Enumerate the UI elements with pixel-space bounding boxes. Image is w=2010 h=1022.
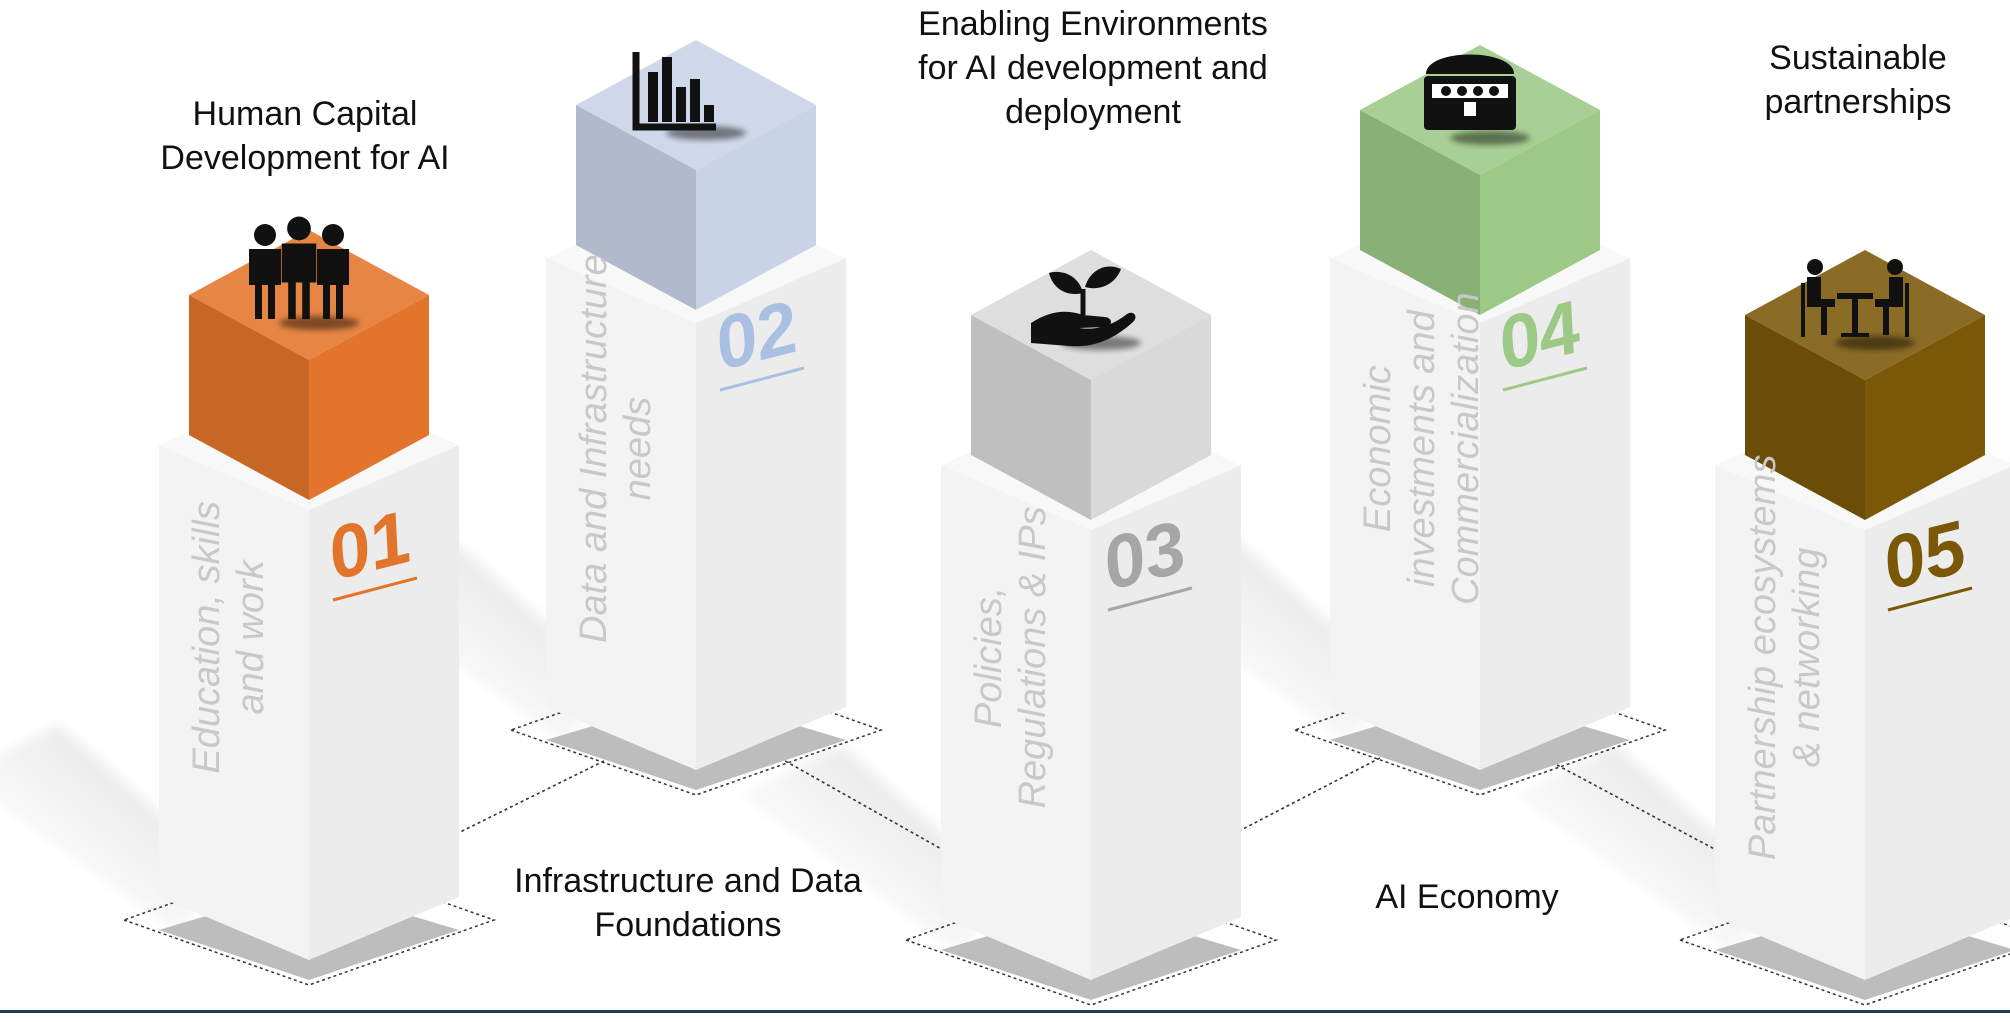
pillar-3-number: 03	[1094, 505, 1194, 605]
pillar-1-body-right	[309, 445, 459, 960]
pillar-3-body-right	[1091, 465, 1241, 980]
connector-line-4	[1556, 764, 1736, 861]
connector-line-1	[439, 757, 611, 843]
bar-chart-icon	[632, 52, 746, 140]
pillar-5-side-text: Partnership ecosystems& networking	[1742, 455, 1828, 861]
pillar-1-body-left	[159, 445, 309, 960]
pillar-4-number-underline	[1502, 366, 1588, 392]
pillar-2: 02 Data and Infrastructureneeds	[508, 40, 884, 796]
pillar-4-side-text: Economicinvestments andCommercialization	[1357, 292, 1487, 605]
pillar-3-side-text: Policies,Regulations & IPs	[968, 506, 1054, 808]
pillar-5-cap-right	[1865, 315, 1985, 520]
treasure-chest-icon	[1424, 54, 1530, 145]
pillar-3-shadow	[741, 745, 1001, 955]
pillar-4-number: 04	[1489, 285, 1589, 385]
pillar-3-base-outline	[903, 874, 1279, 1006]
pillar-1-number: 01	[319, 495, 419, 595]
pillar-1: 01 Education, skillsand work	[121, 216, 497, 986]
pillar-1-title: Human Capital Development for AI	[160, 95, 450, 177]
connector-line-2	[779, 757, 953, 856]
pillar-3-cap-left	[971, 315, 1091, 520]
pillar-1-number-underline	[332, 576, 418, 602]
footer-divider	[0, 1010, 2010, 1013]
pillar-3-title: Enabling Environments for AI development…	[918, 5, 1268, 131]
meeting-table-icon	[1801, 259, 1915, 350]
pillar-1-cap-left	[189, 295, 309, 500]
pillar-3-number-underline	[1107, 586, 1193, 612]
pillar-5-body-right	[1865, 467, 2010, 980]
pillar-2-side-text: Data and Infrastructureneeds	[573, 254, 659, 643]
pillar-2-number-underline	[719, 366, 805, 392]
pillar-2-number: 02	[706, 285, 806, 385]
pillar-3: 03 Policies,Regulations & IPs	[903, 250, 1279, 1006]
group-label-ai-economy: AI Economy	[1375, 878, 1559, 916]
pillar-3-body-left	[941, 465, 1091, 980]
group-label-infrastructure: Infrastructure and Data Foundations	[514, 862, 862, 944]
pillar-2-body-left	[546, 258, 696, 770]
pillar-2-cap-right	[696, 105, 816, 310]
pillar-1-cap-right	[309, 295, 429, 500]
pillars: 01 Education, skillsand work 02 Data and In…	[121, 40, 2010, 1006]
pillar-1-base-outline	[121, 854, 497, 986]
pillar-4-base-outline	[1292, 664, 1668, 796]
pillar-5-title: Sustainable partnerships	[1764, 39, 1952, 121]
pillar-5-cap-left	[1745, 315, 1865, 520]
pillar-3-cap-right	[1091, 315, 1211, 520]
pillar-1-side-text: Education, skillsand work	[186, 501, 272, 773]
pillar-5-shadow	[1515, 745, 1775, 955]
pillar-4-cap-left	[1360, 110, 1480, 315]
pillar-2-base-outline	[508, 664, 884, 796]
pillar-2-cap-left	[576, 105, 696, 310]
pillar-4-cap-right	[1480, 110, 1600, 315]
hand-plant-icon	[1031, 266, 1141, 350]
pillar-4-body-left	[1330, 258, 1480, 770]
pillar-5-body-left	[1715, 465, 1865, 980]
people-group-icon	[249, 216, 359, 330]
pillar-5-number-underline	[1887, 586, 1973, 612]
